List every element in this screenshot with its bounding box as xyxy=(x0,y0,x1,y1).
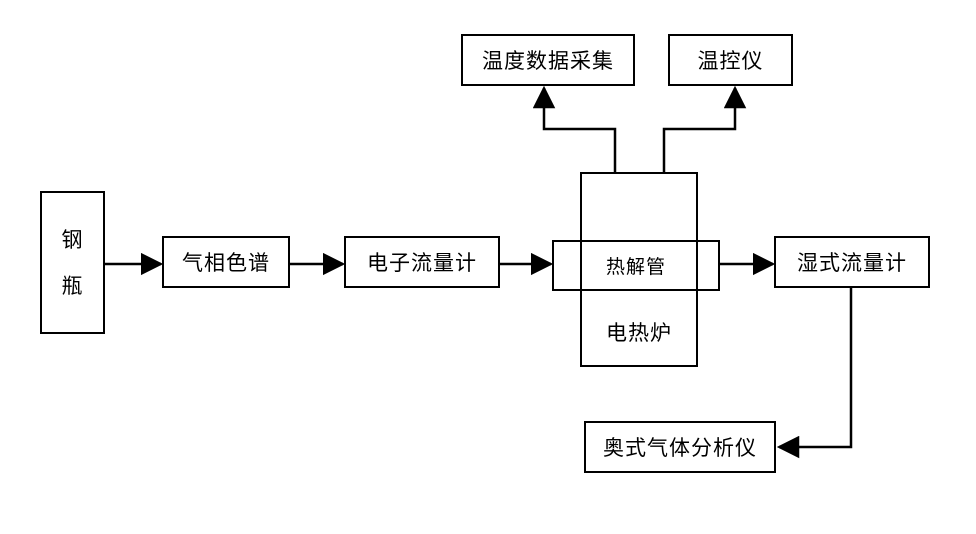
arrow-furnace-to-temp-ctrl xyxy=(662,85,747,173)
cylinder-label-2: 瓶 xyxy=(61,273,84,298)
temperature-data-acquisition-box: 温度数据采集 xyxy=(461,34,635,86)
wet-flow-meter-box: 湿式流量计 xyxy=(774,236,930,288)
gas-chromatograph-box: 气相色谱 xyxy=(162,236,290,288)
cylinder-label-1: 钢 xyxy=(61,227,84,252)
temperature-data-acquisition-label: 温度数据采集 xyxy=(482,49,614,73)
temperature-controller-label: 温控仪 xyxy=(697,49,764,73)
cylinder-box: 钢 瓶 xyxy=(40,191,105,334)
mass-flow-meter-box: 电子流量计 xyxy=(344,236,500,288)
electric-furnace-box xyxy=(580,172,698,367)
pyrolysis-tube-label: 热解管 xyxy=(605,256,666,278)
arrow-wet-meter-to-orsat xyxy=(776,288,853,459)
orsat-analyzer-label: 奥式气体分析仪 xyxy=(603,436,757,460)
electric-furnace-label: 电热炉 xyxy=(606,321,672,345)
pyrolysis-tube-box: 热解管 xyxy=(552,240,720,291)
temperature-controller-box: 温控仪 xyxy=(668,34,793,86)
mass-flow-meter-label: 电子流量计 xyxy=(367,251,477,275)
orsat-analyzer-box: 奥式气体分析仪 xyxy=(584,421,776,473)
gas-chromatograph-label: 气相色谱 xyxy=(182,251,270,275)
arrow-furnace-to-temp-daq xyxy=(532,85,617,173)
wet-flow-meter-label: 湿式流量计 xyxy=(797,251,907,275)
